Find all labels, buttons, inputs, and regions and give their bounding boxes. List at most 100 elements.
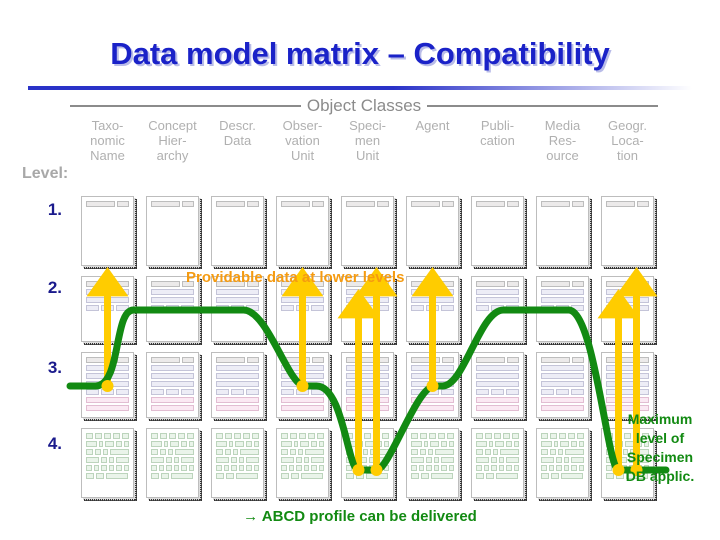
field-box — [606, 381, 649, 387]
field-box — [311, 389, 324, 395]
field-box — [484, 449, 492, 455]
field-box — [411, 405, 454, 411]
field-box — [550, 433, 557, 439]
field-box — [360, 457, 367, 463]
matrix-cell[interactable] — [341, 428, 397, 501]
field-row — [541, 397, 584, 403]
field-box — [117, 357, 129, 363]
matrix-cell-content — [606, 201, 649, 207]
field-box — [568, 433, 575, 439]
field-box — [448, 465, 454, 471]
matrix-cell[interactable] — [276, 196, 332, 269]
field-box — [86, 373, 129, 379]
field-row — [86, 357, 129, 363]
field-box — [238, 465, 244, 471]
matrix-cell[interactable] — [341, 352, 397, 421]
matrix-cell[interactable] — [81, 196, 137, 269]
matrix-cell[interactable] — [406, 352, 462, 421]
field-row — [476, 281, 519, 287]
field-box — [86, 441, 97, 447]
matrix-cell[interactable] — [471, 428, 527, 501]
matrix-cell[interactable] — [536, 196, 592, 269]
matrix-cell-content — [86, 281, 129, 311]
field-row — [151, 297, 194, 303]
field-box — [178, 433, 185, 439]
field-box — [411, 433, 418, 439]
field-box — [151, 381, 194, 387]
field-row — [411, 457, 454, 463]
field-box — [507, 281, 519, 287]
matrix-cell[interactable] — [276, 352, 332, 421]
field-box — [373, 433, 380, 439]
field-box — [86, 397, 129, 403]
field-box — [247, 281, 259, 287]
field-box — [556, 465, 562, 471]
matrix-cell[interactable] — [536, 428, 592, 501]
field-box — [151, 449, 158, 455]
field-box — [159, 449, 167, 455]
matrix-cell[interactable] — [536, 352, 592, 421]
field-row — [541, 305, 584, 311]
field-box — [541, 433, 548, 439]
matrix-cell[interactable] — [406, 196, 462, 269]
field-box — [423, 441, 429, 447]
field-row — [281, 449, 324, 455]
field-box — [216, 201, 246, 207]
field-box — [606, 305, 619, 311]
field-row — [606, 281, 649, 287]
matrix-cell[interactable] — [601, 276, 657, 345]
field-row — [346, 357, 389, 363]
matrix-cell[interactable] — [211, 352, 267, 421]
matrix-cell[interactable] — [81, 276, 137, 345]
matrix-cell[interactable] — [471, 352, 527, 421]
matrix-cell[interactable] — [471, 276, 527, 345]
matrix-cell[interactable] — [276, 428, 332, 501]
matrix-cell[interactable] — [211, 428, 267, 501]
field-row — [151, 449, 194, 455]
field-box — [238, 457, 245, 463]
field-box — [425, 457, 432, 463]
field-box — [151, 281, 181, 287]
field-box — [300, 441, 310, 447]
field-row — [476, 373, 519, 379]
field-row — [541, 381, 584, 387]
matrix-cell[interactable] — [146, 352, 202, 421]
matrix-cell[interactable] — [341, 196, 397, 269]
matrix-cell[interactable] — [146, 196, 202, 269]
field-box — [411, 357, 441, 363]
matrix-cell[interactable] — [471, 196, 527, 269]
field-row — [86, 381, 129, 387]
matrix-cell[interactable] — [146, 428, 202, 501]
field-box — [246, 465, 252, 471]
field-row — [541, 433, 584, 439]
field-box — [233, 449, 238, 455]
field-row — [606, 389, 649, 395]
field-box — [281, 297, 324, 303]
matrix-cell[interactable] — [81, 352, 137, 421]
field-row — [606, 373, 649, 379]
matrix-cell[interactable] — [601, 352, 657, 421]
field-row — [216, 441, 260, 447]
field-box — [541, 305, 554, 311]
field-box — [578, 441, 585, 447]
field-box — [476, 449, 483, 455]
field-box — [442, 201, 454, 207]
matrix-cell[interactable] — [601, 196, 657, 269]
field-box — [346, 465, 352, 471]
field-box — [411, 381, 454, 387]
matrix-cell[interactable] — [406, 276, 462, 345]
matrix-cell-content — [541, 433, 585, 479]
matrix-cell[interactable] — [211, 196, 267, 269]
field-row — [281, 397, 324, 403]
matrix-cell[interactable] — [81, 428, 137, 501]
matrix-cell[interactable] — [406, 428, 462, 501]
field-row — [411, 449, 454, 455]
field-box — [86, 297, 129, 303]
matrix-cell[interactable] — [536, 276, 592, 345]
field-box — [173, 465, 179, 471]
column-header-line: Media — [544, 118, 581, 133]
field-box — [151, 465, 157, 471]
field-box — [166, 305, 179, 311]
field-row — [86, 201, 129, 207]
field-row — [541, 373, 584, 379]
